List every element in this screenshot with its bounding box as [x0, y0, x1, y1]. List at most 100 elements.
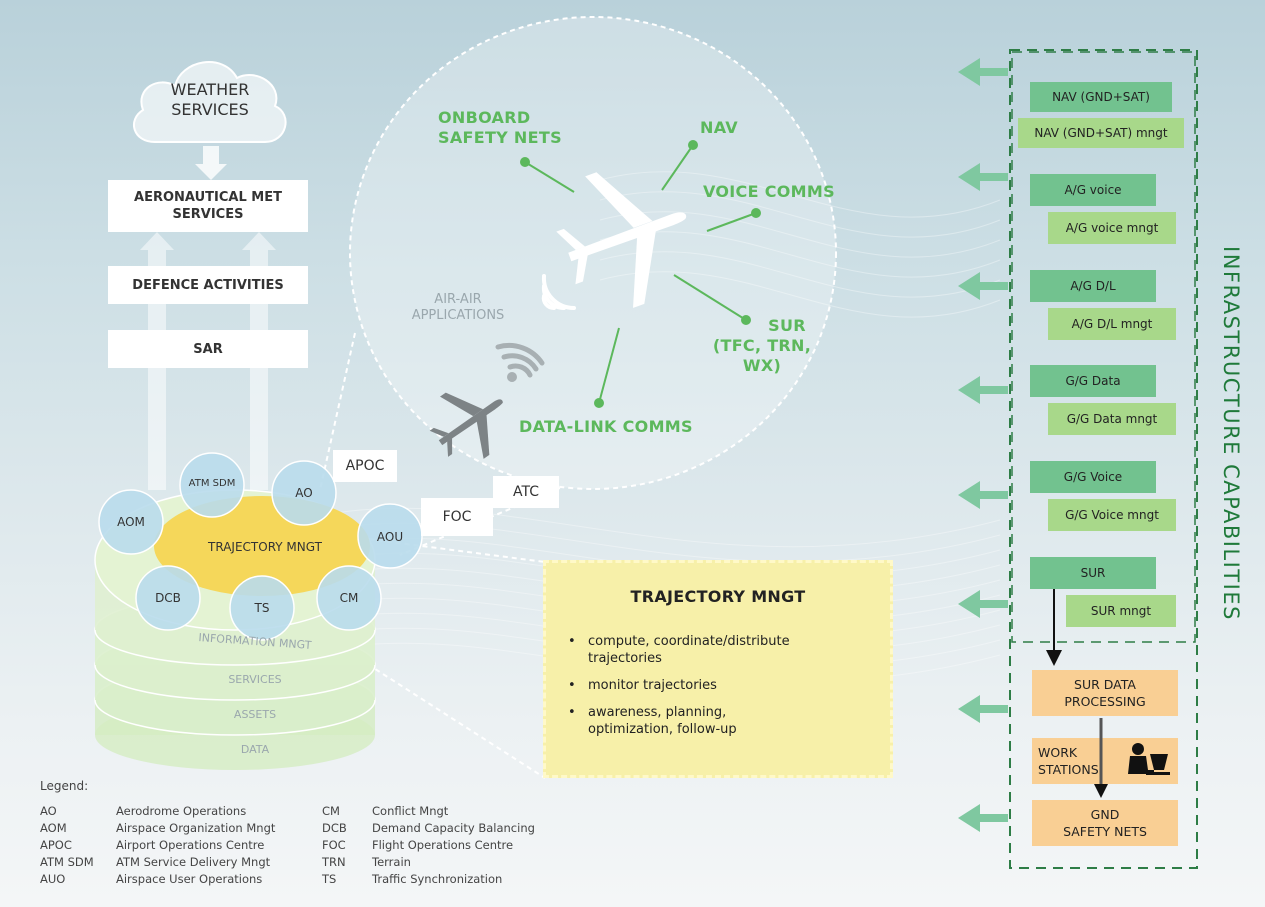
weather-arrow	[195, 146, 227, 180]
legend-text: Airport Operations Centre	[116, 838, 265, 852]
sur-data-processing-box: SUR DATA PROCESSING	[1032, 670, 1178, 716]
legend-text: Conflict Mngt	[372, 804, 449, 818]
infra-sur-mngt: SUR mngt	[1066, 595, 1176, 627]
infra-ag-dl-mngt: A/G D/L mngt	[1048, 308, 1176, 340]
circle-aom: AOM	[117, 515, 145, 529]
wifi-signal-icon	[541, 274, 576, 311]
legend-text: Traffic Synchronization	[372, 872, 503, 886]
work-stations-box: WORK STATIONS	[1032, 738, 1178, 784]
legend-abbr: FOC	[322, 838, 346, 852]
panel-connector-bottom	[329, 639, 546, 779]
defence-box: DEFENCE ACTIVITIES	[108, 266, 308, 304]
infra-gg-data-mngt: G/G Data mngt	[1048, 403, 1176, 435]
sur-proc-line1: SUR DATA	[1074, 677, 1136, 692]
layer-services: SERVICES	[228, 673, 282, 686]
sar-box: SAR	[108, 330, 308, 368]
onboard-safety-label: ONBOARD SAFETY NETS	[438, 108, 562, 148]
legend-abbr: APOC	[40, 838, 72, 852]
gnd-safety-nets-box: GND SAFETY NETS	[1032, 800, 1178, 846]
legend-abbr: ATM SDM	[40, 855, 94, 869]
air-air-label: AIR-AIR APPLICATIONS	[393, 292, 523, 324]
sur-label: SUR (TFC, TRN, WX)	[692, 316, 832, 376]
legend-text: Aerodrome Operations	[116, 804, 247, 818]
circle-ao: AO	[295, 486, 313, 500]
legend-abbr: AUO	[40, 872, 66, 886]
traj-bullet: monitor trajectories	[568, 677, 790, 694]
infra-sur: SUR	[1030, 557, 1156, 589]
trajectory-panel: TRAJECTORY MNGT compute, coordinate/dist…	[543, 560, 893, 778]
legend-abbr: AOM	[40, 821, 67, 835]
legend-abbr: TS	[322, 872, 337, 886]
airplane-icon	[556, 172, 687, 308]
infra-gg-data: G/G Data	[1030, 365, 1156, 397]
nav-label: NAV	[700, 118, 738, 137]
legend-text: ATM Service Delivery Mngt	[116, 855, 271, 869]
weather-line1: WEATHER	[170, 80, 250, 99]
infra-inner-frame	[1011, 51, 1196, 643]
legend-text: Airspace User Operations	[116, 872, 263, 886]
traj-bullet-line: monitor trajectories	[588, 678, 717, 693]
aero-met-line1: AERONAUTICAL MET	[134, 190, 282, 205]
traj-bullet-line: compute, coordinate/distribute	[588, 634, 790, 649]
infra-gg-voice-mngt: G/G Voice mngt	[1048, 499, 1176, 531]
legend-abbr: TRN	[322, 855, 346, 869]
trajectory-center-label: TRAJECTORY MNGT	[208, 540, 322, 554]
sur-line2: (TFC, TRN, WX)	[712, 336, 812, 375]
circle-dcb: DCB	[155, 591, 181, 605]
datalink-label: DATA-LINK COMMS	[519, 417, 693, 436]
traj-bullet-line: optimization, follow-up	[588, 722, 737, 737]
sur-proc-line2: PROCESSING	[1064, 694, 1146, 709]
legend-text: Airspace Organization Mngt	[116, 821, 276, 835]
traj-panel-title: TRAJECTORY MNGT	[630, 587, 806, 606]
traj-bullet: awareness, planning, optimization, follo…	[568, 704, 790, 738]
infrastructure-title: INFRASTRUCTURE CAPABILITIES	[1206, 246, 1256, 696]
traj-bullet-line: trajectories	[588, 651, 662, 666]
sur-line1: SUR	[768, 316, 806, 335]
infra-ag-voice-mngt: A/G voice mngt	[1048, 212, 1176, 244]
work-stations-label: WORK STATIONS	[1032, 744, 1099, 778]
traj-bullet: compute, coordinate/distribute trajector…	[568, 633, 790, 667]
spoke-lines	[520, 140, 761, 408]
airair-line1: AIR-AIR	[434, 292, 482, 307]
layer-assets: ASSETS	[233, 708, 277, 721]
circle-aou: AOU	[376, 530, 404, 544]
legend-text: Demand Capacity Balancing	[372, 821, 535, 835]
infra-outer-frame	[1009, 49, 1198, 869]
aero-met-box: AERONAUTICAL MET SERVICES	[108, 180, 308, 232]
workstation-person-icon	[1128, 743, 1170, 775]
legend-title: Legend:	[40, 779, 89, 793]
infra-ag-voice: A/G voice	[1030, 174, 1156, 206]
atc-box: ATC	[493, 476, 559, 508]
traj-bullet-list: compute, coordinate/distribute trajector…	[568, 633, 790, 748]
work-line1: WORK	[1038, 745, 1078, 760]
legend-text: Terrain	[372, 855, 411, 869]
circle-cm: CM	[339, 591, 359, 605]
apoc-box: APOC	[333, 450, 397, 482]
stack-circles	[98, 452, 423, 641]
legend-text: Flight Operations Centre	[372, 838, 514, 852]
gnd-line1: GND	[1090, 807, 1120, 822]
onboard-line2: SAFETY NETS	[438, 128, 562, 147]
circle-ts: TS	[254, 601, 270, 615]
layer-data: DATA	[240, 743, 270, 756]
arrow-left-icon	[958, 58, 1008, 832]
infra-nav: NAV (GND+SAT)	[1030, 82, 1172, 112]
infra-ag-dl: A/G D/L	[1030, 270, 1156, 302]
foc-box: FOC	[421, 498, 493, 536]
weather-label: WEATHER SERVICES	[150, 80, 270, 120]
infra-title-text: INFRASTRUCTURE CAPABILITIES	[1219, 246, 1243, 621]
infra-gg-voice: G/G Voice	[1030, 461, 1156, 493]
voice-comms-label: VOICE COMMS	[703, 182, 835, 201]
legend-abbr: DCB	[322, 821, 347, 835]
onboard-line1: ONBOARD	[438, 108, 531, 127]
cloud-icon	[132, 61, 287, 143]
wifi-signal-grey-icon	[495, 342, 545, 382]
aero-met-line2: SERVICES	[172, 207, 244, 222]
legend-abbr: AO	[40, 804, 57, 818]
weather-line2: SERVICES	[171, 100, 249, 119]
airplane-grey-icon	[429, 392, 503, 459]
infra-nav-mngt: NAV (GND+SAT) mngt	[1018, 118, 1184, 148]
traj-bullet-line: awareness, planning,	[588, 705, 727, 720]
